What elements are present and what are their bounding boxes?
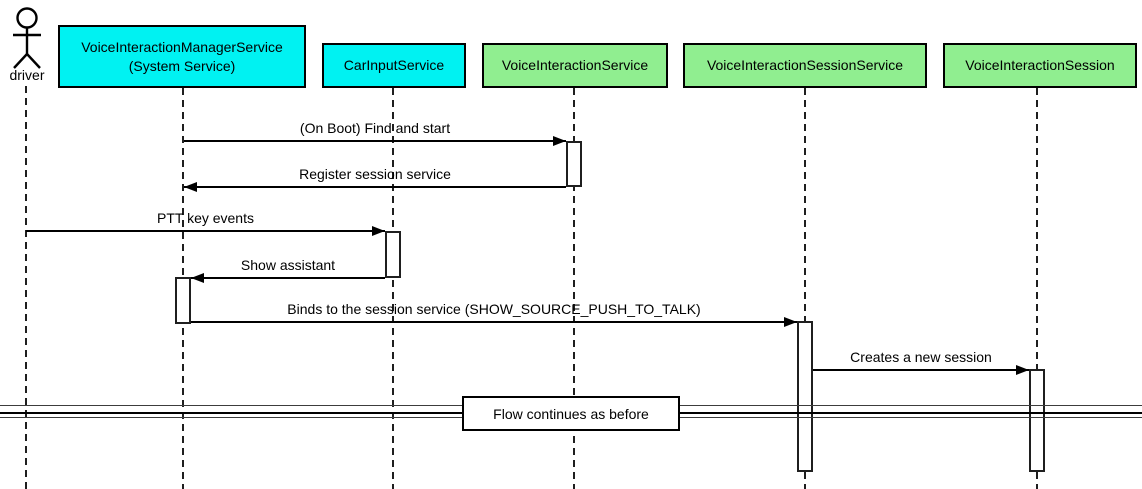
message-label-find-and-start: (On Boot) Find and start: [299, 120, 451, 136]
message-label-ptt-key-events: PTT key events: [156, 210, 254, 226]
message-arrow-show-assistant: [191, 273, 385, 283]
participant-label: VoiceInteractionService: [501, 57, 649, 74]
participant-voiceinteractionmanagerservice: VoiceInteractionManagerService (System S…: [58, 25, 306, 88]
arrowhead-right-icon: [372, 226, 385, 236]
continuation-label: Flow continues as before: [493, 405, 649, 422]
arrowhead-right-icon: [1016, 365, 1029, 375]
arrowhead-right-icon: [553, 136, 566, 146]
lifeline-voiceinteractionsession: [1036, 88, 1038, 489]
message-arrow-find-and-start: [184, 136, 566, 146]
actor-label: driver: [9, 67, 45, 83]
arrow-shaft: [191, 321, 797, 323]
activation-voiceinteractionsession: [1029, 369, 1045, 472]
activation-voiceinteractionsessionservice: [797, 321, 813, 472]
participant-label: VoiceInteractionManagerService: [81, 38, 283, 55]
message-arrow-register-session-service: [184, 182, 566, 192]
participant-label: VoiceInteractionSession: [965, 57, 1115, 74]
message-label-show-assistant: Show assistant: [240, 257, 336, 273]
activation-voiceinteractionservice: [566, 141, 582, 187]
actor-icon: [13, 7, 41, 69]
arrowhead-right-icon: [784, 317, 797, 327]
participant-sublabel: (System Service): [128, 57, 236, 74]
participant-carinputservice: CarInputService: [322, 43, 466, 88]
message-arrow-creates-new-session: [813, 365, 1029, 375]
lifeline-voiceinteractionsessionservice: [804, 88, 806, 489]
lifeline-carinputservice: [392, 88, 394, 489]
message-arrow-binds-to-session-service: [191, 317, 797, 327]
message-label-creates-new-session: Creates a new session: [850, 349, 992, 365]
participant-voiceinteractionsessionservice: VoiceInteractionSessionService: [683, 43, 927, 88]
activation-carinputservice: [385, 231, 401, 278]
message-label-binds-to-session-service: Binds to the session service (SHOW_SOURC…: [287, 301, 701, 317]
message-label-register-session-service: Register session service: [299, 166, 451, 182]
participant-voiceinteractionsession: VoiceInteractionSession: [943, 43, 1137, 88]
activation-voiceinteractionmanagerservice: [175, 277, 191, 324]
message-arrow-ptt-key-events: [26, 226, 385, 236]
participant-voiceinteractionservice: VoiceInteractionService: [482, 43, 668, 88]
participant-label: CarInputService: [343, 57, 445, 74]
arrow-shaft: [26, 230, 385, 232]
arrowhead-left-icon: [191, 273, 204, 283]
continuation-note: Flow continues as before: [462, 396, 680, 431]
arrow-shaft: [191, 277, 385, 279]
arrow-shaft: [813, 369, 1029, 371]
arrow-shaft: [184, 186, 566, 188]
participant-label: VoiceInteractionSessionService: [706, 57, 904, 74]
arrow-shaft: [184, 140, 566, 142]
lifeline-driver: [25, 86, 27, 489]
lifeline-voiceinteractionservice: [573, 88, 575, 489]
arrowhead-left-icon: [184, 182, 197, 192]
